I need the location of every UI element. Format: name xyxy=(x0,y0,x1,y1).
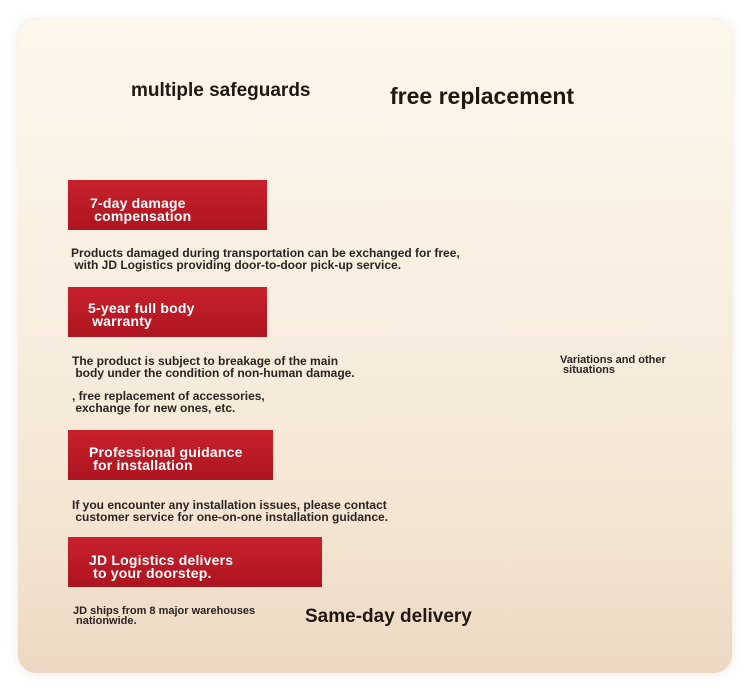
tag-full-body-warranty: 5-year full body warranty xyxy=(68,287,267,337)
description-installation-guidance: If you encounter any installation issues… xyxy=(72,498,389,524)
headline-multiple-safeguards: multiple safeguards xyxy=(131,80,311,101)
description-damage-compensation: Products damaged during transportation c… xyxy=(71,246,460,272)
headline-free-replacement: free replacement xyxy=(390,83,575,109)
tag-installation-guidance: Professional guidance for installation xyxy=(68,430,273,480)
headline-same-day-delivery: Same-day delivery xyxy=(305,606,472,627)
description-warranty-extra: , free replacement of accessories, excha… xyxy=(72,389,265,415)
tag-doorstep-delivery: JD Logistics delivers to your doorstep. xyxy=(68,537,322,587)
warranty-side-note: Variations and other situations xyxy=(560,354,666,376)
description-doorstep-delivery: JD ships from 8 major warehouses nationw… xyxy=(73,605,256,627)
tag-damage-compensation: 7-day damage compensation xyxy=(68,180,267,230)
description-full-body-warranty: The product is subject to breakage of th… xyxy=(72,354,355,380)
